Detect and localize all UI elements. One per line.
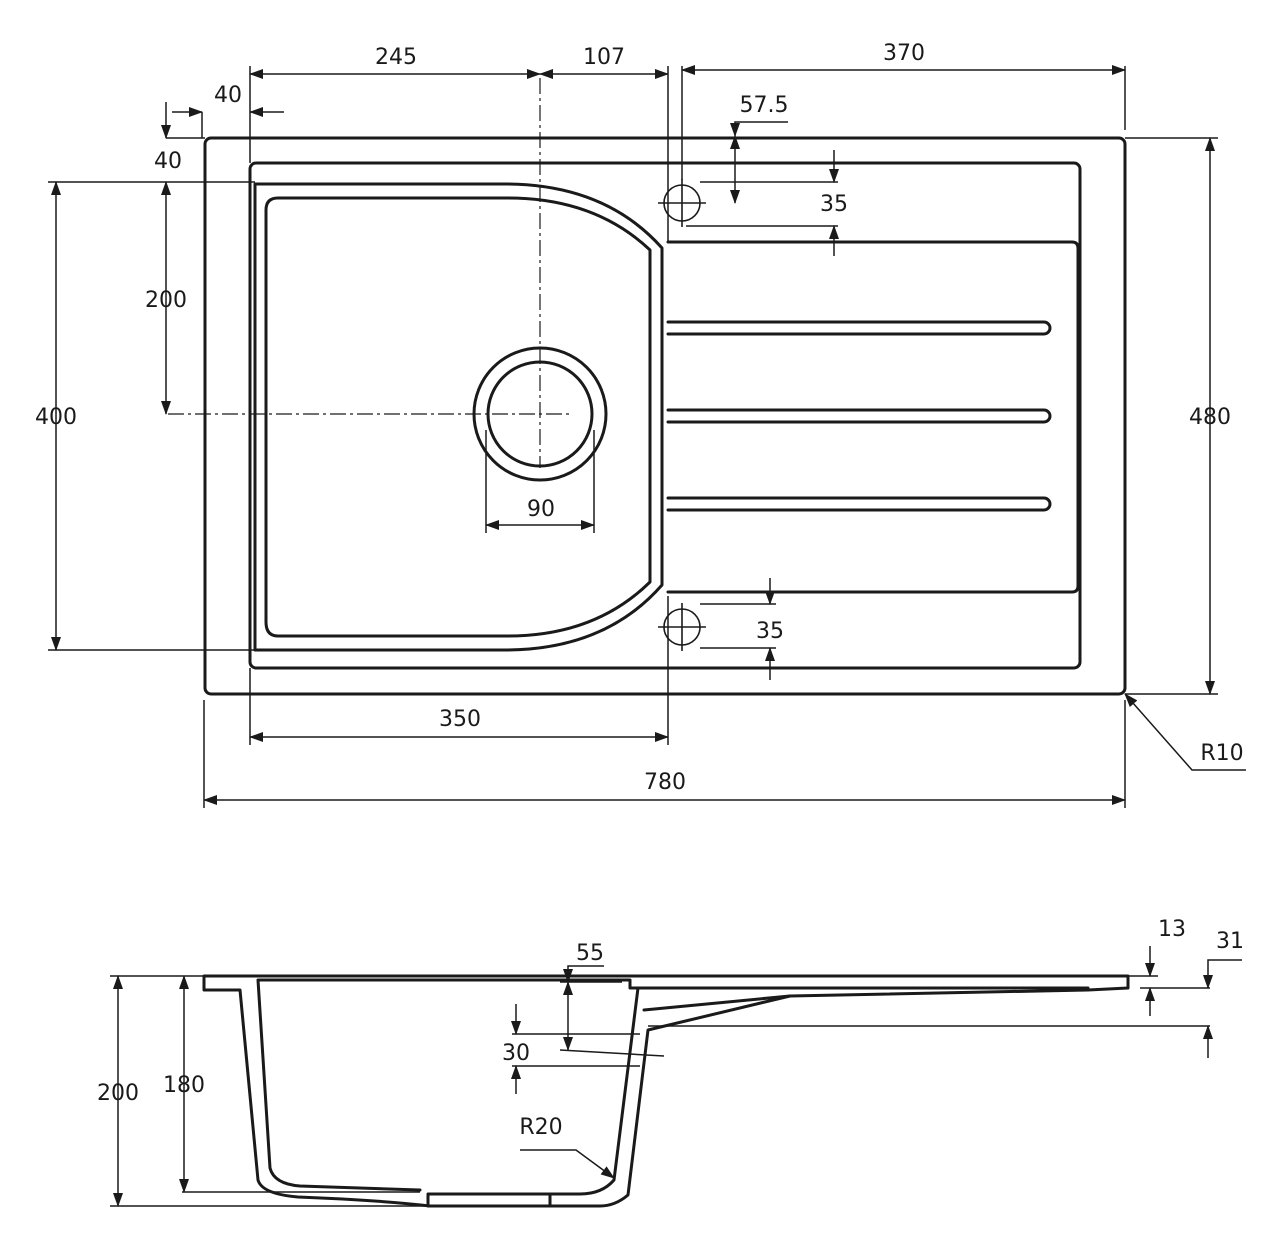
side-profile-inner [256,978,1090,1196]
dim-35-bottom: 35 [756,619,784,644]
sink-outer-outline [203,136,1127,696]
radius-r10: R10 [1200,741,1243,766]
side-dim-30: 30 [502,1041,530,1066]
dim-245: 245 [375,45,417,70]
side-dim-200: 200 [97,1081,139,1106]
drainer-groove-1 [666,320,1052,336]
dim-400: 400 [35,405,77,430]
drainer-groove-3 [666,496,1052,512]
main-bowl-outer [253,182,664,652]
sink-inner-rim [248,161,1082,670]
dim-40-horizontal: 40 [214,83,242,108]
dim-480: 480 [1189,405,1231,430]
side-dim-180: 180 [163,1073,205,1098]
drainer-area [666,240,1080,594]
dim-90: 90 [527,497,555,522]
top-view: 245 107 370 40 40 57.5 35 200 400 480 90… [35,41,1246,808]
dim-35-top: 35 [820,192,848,217]
dim-350: 350 [439,707,481,732]
dim-57-5: 57.5 [740,93,789,118]
dim-200: 200 [145,288,187,313]
side-dim-55: 55 [576,941,604,966]
dim-370: 370 [883,41,925,66]
side-view: 55 13 31 30 R20 200 180 [97,917,1244,1208]
drainer-groove-2 [666,408,1052,424]
side-radius-r20: R20 [519,1115,562,1140]
dim-780: 780 [644,770,686,795]
drain-waste-outlet [426,1192,552,1208]
side-dim-13: 13 [1158,917,1186,942]
side-profile-outer [202,974,1130,1208]
main-bowl-inner [264,196,652,638]
dim-40-vertical: 40 [154,149,182,174]
dim-107: 107 [583,45,625,70]
drainer-slope [642,994,792,1012]
side-dim-31: 31 [1216,929,1244,954]
